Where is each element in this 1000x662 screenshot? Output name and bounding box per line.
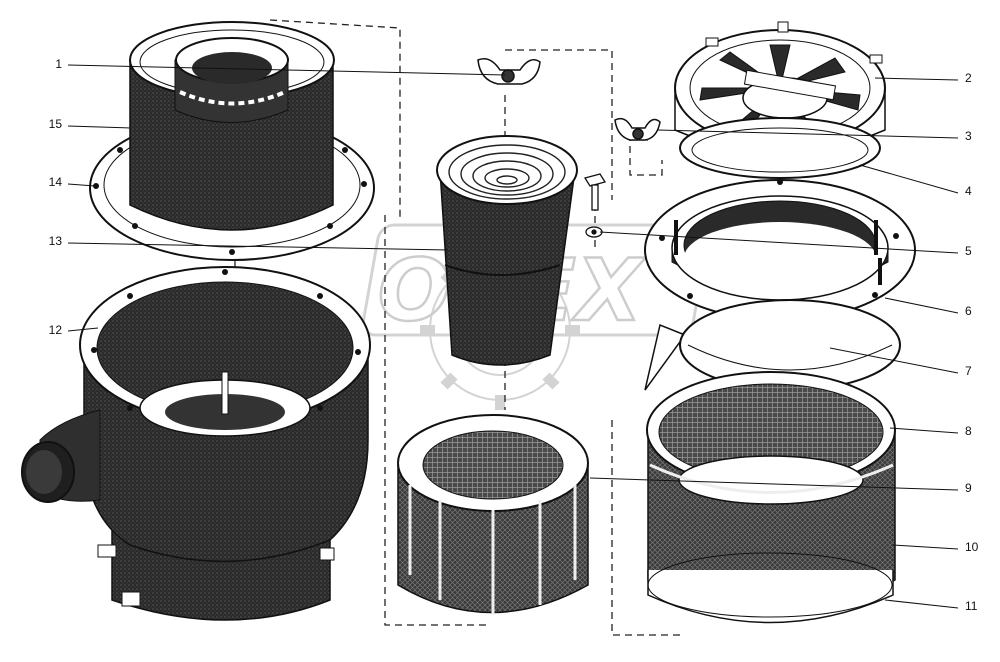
part-4-gasket <box>679 117 881 179</box>
callout-1: 1 <box>55 57 62 71</box>
leader-line-4 <box>859 164 959 194</box>
part-12-housing <box>21 266 371 621</box>
callout-5: 5 <box>965 244 972 258</box>
leader-line-2 <box>874 77 959 81</box>
callout-4: 4 <box>965 184 972 198</box>
leader-line-5 <box>599 231 959 254</box>
wing-nut-center <box>477 58 541 85</box>
leader-line-11 <box>884 599 959 609</box>
callout-12: 12 <box>49 323 63 337</box>
leader-line-13 <box>67 242 449 251</box>
leader-line-12 <box>67 327 99 332</box>
leader-line-6 <box>884 297 959 314</box>
callout-2: 2 <box>965 71 972 85</box>
callout-8: 8 <box>965 424 972 438</box>
callout-15: 15 <box>49 117 63 131</box>
part-15-filter-cylinder <box>89 21 375 261</box>
callout-11: 11 <box>965 599 978 613</box>
callout-13: 13 <box>49 234 63 248</box>
part-13-filter-element <box>436 135 578 366</box>
leader-line-9 <box>589 477 959 491</box>
leader-line-3 <box>657 129 959 139</box>
callout-9: 9 <box>965 481 972 495</box>
callout-14: 14 <box>49 175 63 189</box>
leader-line-1 <box>67 64 506 76</box>
leader-line-10 <box>892 544 959 550</box>
leader-line-14 <box>67 183 96 187</box>
part-6-flange-ring <box>644 179 916 391</box>
part-9-mesh-basket <box>397 414 589 615</box>
leader-line-15 <box>67 125 131 129</box>
callout-6: 6 <box>965 304 972 318</box>
part-11-base-ring <box>647 552 894 624</box>
leader-lines <box>67 64 959 609</box>
leader-line-8 <box>889 427 959 434</box>
part-3-wing-nut <box>614 117 661 141</box>
callout-3: 3 <box>965 129 972 143</box>
leader-line-7 <box>829 347 959 374</box>
bolt-and-washer <box>583 173 607 238</box>
callout-7: 7 <box>965 364 972 378</box>
callout-10: 10 <box>965 540 979 554</box>
